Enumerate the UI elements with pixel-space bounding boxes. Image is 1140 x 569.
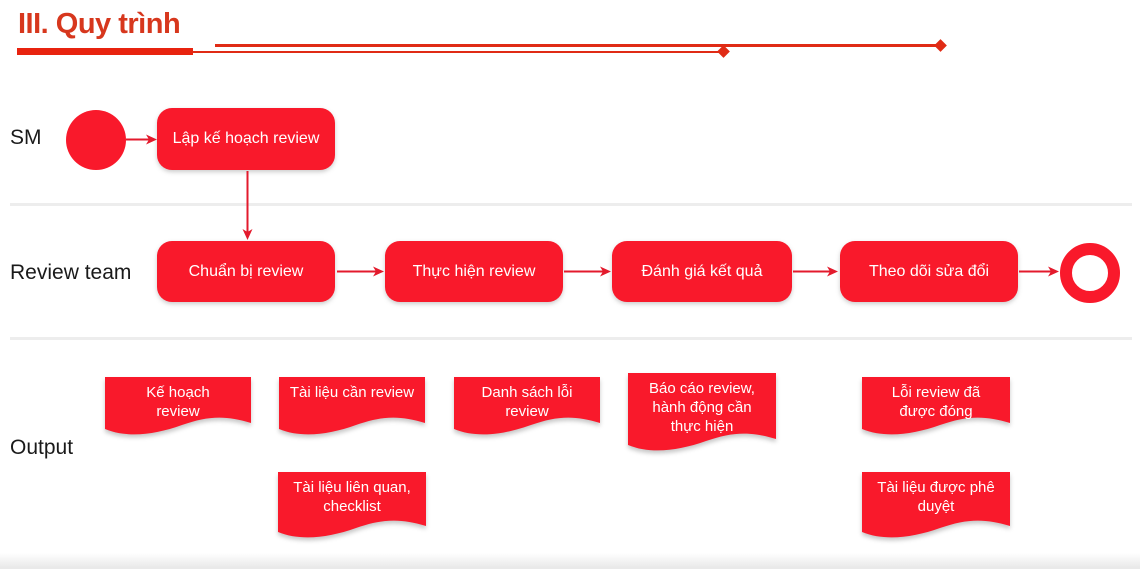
- document-label: Danh sách lỗi review: [481, 384, 573, 421]
- document-shape-approved-docs: Tài liệu được phê duyệt: [862, 472, 1010, 544]
- flow-arrow-down: [242, 171, 253, 240]
- decor-line-bottom: [192, 50, 720, 53]
- process-step-label: Lập kế hoạch review: [172, 130, 320, 147]
- process-step-label: Chuẩn bị review: [188, 262, 304, 280]
- document-shape-review-report: Báo cáo review, hành động cần thực hiện: [628, 373, 776, 457]
- document-label: Kế hoạch review: [146, 384, 210, 421]
- document-label: Tài liệu liên quan, checklist: [293, 479, 411, 516]
- document-label: Báo cáo review, hành động cần thực hiện: [649, 380, 755, 436]
- document-shape-error-list: Danh sách lỗi review: [454, 377, 600, 441]
- flow-arrow-right: [564, 266, 611, 277]
- process-step-track-changes: Theo dõi sửa đổi: [840, 241, 1018, 302]
- lane-label-output: Output: [10, 436, 74, 459]
- start-node-circle: [66, 110, 126, 170]
- diamond-icon: [717, 45, 730, 58]
- bottom-fade-strip: [0, 553, 1140, 569]
- document-shape-closed-errors: Lỗi review đã được đóng: [862, 377, 1010, 441]
- document-shape-docs-to-review: Tài liệu cần review: [279, 377, 425, 441]
- document-wave-icon: [862, 472, 1010, 538]
- flow-arrow-right: [793, 266, 838, 277]
- diamond-icon: [934, 39, 947, 52]
- process-step-plan-review: Lập kế hoạch review: [157, 108, 335, 170]
- document-label: Lỗi review đã được đóng: [891, 384, 981, 421]
- document-wave-icon: [454, 377, 600, 435]
- process-step-perform-review: Thực hiện review: [385, 241, 563, 302]
- lane-label-review-team: Review team: [10, 261, 132, 284]
- page-title: III. Quy trình: [18, 8, 181, 40]
- document-wave-icon: [105, 377, 251, 435]
- document-wave-icon: [628, 373, 776, 451]
- document-wave-icon: [279, 377, 425, 435]
- lane-divider-1: [10, 203, 1132, 206]
- process-step-evaluate-results: Đánh giá kết quả: [612, 241, 792, 302]
- flow-arrow-right: [1019, 266, 1059, 277]
- process-step-label: Đánh giá kết quả: [641, 262, 763, 280]
- flow-arrow-right: [126, 134, 157, 145]
- flow-arrow-right: [337, 266, 384, 277]
- process-step-label: Thực hiện review: [412, 262, 536, 280]
- lane-divider-2: [10, 337, 1132, 340]
- title-underline: [17, 48, 193, 55]
- lane-label-sm: SM: [10, 126, 42, 149]
- document-label: Tài liệu được phê duyệt: [877, 479, 995, 516]
- process-step-prepare-review: Chuẩn bị review: [157, 241, 335, 302]
- document-label: Tài liệu cần review: [289, 384, 415, 401]
- document-wave-icon: [862, 377, 1010, 435]
- decor-line-top: [215, 44, 937, 47]
- document-shape-review-plan: Kế hoạch review: [105, 377, 251, 441]
- end-node-ring: [1060, 243, 1120, 303]
- document-shape-related-docs-checklist: Tài liệu liên quan, checklist: [278, 472, 426, 544]
- process-step-label: Theo dõi sửa đổi: [868, 262, 990, 280]
- document-wave-icon: [278, 472, 426, 538]
